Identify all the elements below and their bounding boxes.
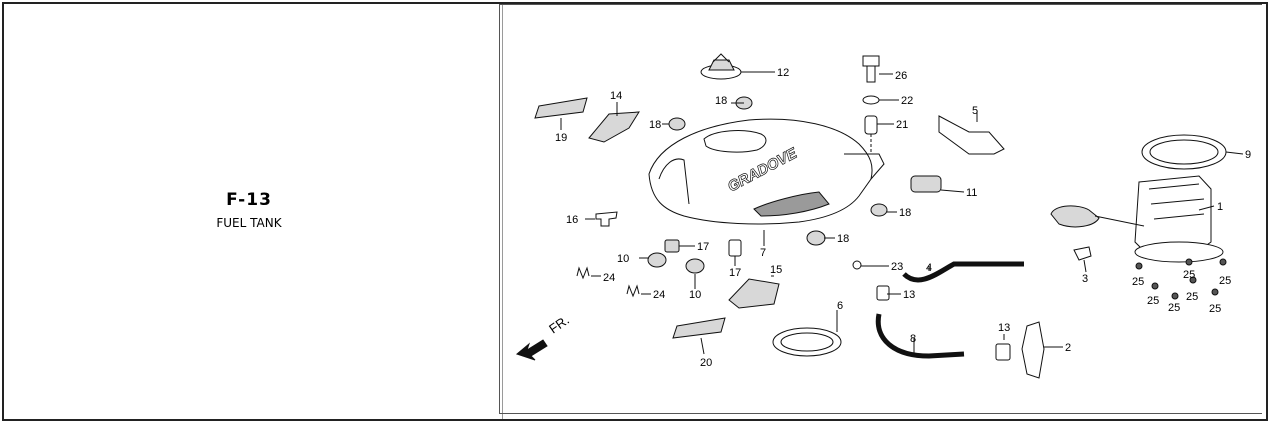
callout-labels: 1 2 3 4 5 6 7 8 9 10 10 11 12 13 13 14 1… bbox=[555, 67, 1251, 369]
callout-13b: 13 bbox=[998, 322, 1010, 334]
callout-4: 4 bbox=[926, 262, 932, 274]
fuel-filler-cap[interactable] bbox=[700, 53, 742, 80]
callout-7: 7 bbox=[760, 247, 766, 259]
callout-10b: 10 bbox=[689, 289, 701, 301]
breather-bolt[interactable] bbox=[852, 260, 862, 270]
callout-25b: 25 bbox=[1147, 295, 1159, 307]
tank-cushion-rubber[interactable] bbox=[685, 258, 705, 274]
callout-5: 5 bbox=[972, 105, 978, 117]
callout-23: 23 bbox=[891, 261, 903, 273]
callout-3: 3 bbox=[1082, 273, 1088, 285]
callout-20: 20 bbox=[700, 357, 712, 369]
section-header-panel bbox=[4, 4, 503, 419]
section-title: FUEL TANK bbox=[216, 216, 282, 230]
callout-10a: 10 bbox=[617, 253, 629, 265]
callout-16: 16 bbox=[566, 214, 578, 226]
side-stripe-left[interactable] bbox=[728, 278, 780, 309]
callout-25a: 25 bbox=[1132, 276, 1144, 288]
callout-25e: 25 bbox=[1209, 303, 1221, 315]
section-code: F-13 bbox=[226, 190, 272, 210]
hose-clamp[interactable] bbox=[995, 343, 1011, 361]
callout-18b: 18 bbox=[715, 95, 727, 107]
callout-17b: 17 bbox=[729, 267, 741, 279]
tank-cushion-rubber[interactable] bbox=[647, 252, 667, 268]
side-stripe-right[interactable] bbox=[588, 111, 640, 143]
callout-25g: 25 bbox=[1183, 269, 1195, 281]
callout-15: 15 bbox=[770, 264, 782, 276]
callout-13a: 13 bbox=[903, 289, 915, 301]
callout-17a: 17 bbox=[697, 241, 709, 253]
callout-9: 9 bbox=[1245, 149, 1251, 161]
fuel-breather-hose[interactable] bbox=[902, 261, 1024, 283]
trim-clip[interactable] bbox=[626, 284, 640, 298]
leader-lines bbox=[560, 71, 1244, 355]
callout-24b: 24 bbox=[653, 289, 665, 301]
washer[interactable] bbox=[862, 95, 880, 105]
front-direction-indicator: FR. bbox=[515, 312, 572, 361]
callout-19: 19 bbox=[555, 132, 567, 144]
fuel-pump-assembly[interactable] bbox=[1050, 175, 1224, 263]
callout-12: 12 bbox=[777, 67, 789, 79]
callout-1: 1 bbox=[1217, 201, 1223, 213]
pump-gasket[interactable] bbox=[1141, 134, 1227, 170]
bolt[interactable] bbox=[862, 55, 880, 83]
tank-grommet[interactable] bbox=[728, 239, 742, 257]
collar[interactable] bbox=[864, 115, 878, 135]
tank-emblem-right[interactable] bbox=[534, 97, 588, 119]
tank-emblem-left[interactable] bbox=[672, 317, 726, 339]
tank-bracket[interactable] bbox=[938, 115, 1005, 155]
callout-18d: 18 bbox=[837, 233, 849, 245]
front-direction-label: FR. bbox=[546, 312, 572, 336]
fuel-tank-body[interactable]: GRADOVE bbox=[648, 118, 885, 225]
callout-25d: 25 bbox=[1186, 291, 1198, 303]
callout-22: 22 bbox=[901, 95, 913, 107]
callout-18c: 18 bbox=[899, 207, 911, 219]
callout-2: 2 bbox=[1065, 342, 1071, 354]
callout-21: 21 bbox=[896, 119, 908, 131]
fuel-feed-hose[interactable] bbox=[875, 313, 965, 359]
fuel-pump-seal[interactable] bbox=[772, 327, 842, 357]
fuel-joint-connector[interactable] bbox=[1021, 321, 1045, 379]
callout-6: 6 bbox=[837, 300, 843, 312]
hose-clip[interactable] bbox=[1073, 246, 1092, 261]
callout-11: 11 bbox=[966, 187, 977, 199]
callout-25c: 25 bbox=[1168, 302, 1180, 314]
diagram-panel bbox=[499, 4, 1262, 414]
pump-mounting-bolts[interactable] bbox=[1135, 258, 1227, 300]
trim-clip[interactable] bbox=[576, 266, 590, 280]
callout-25f: 25 bbox=[1219, 275, 1231, 287]
tank-side-rubber[interactable] bbox=[668, 117, 686, 131]
fuel-tank-mount-bracket[interactable] bbox=[595, 211, 618, 227]
tank-grommet[interactable] bbox=[664, 239, 680, 253]
callout-14: 14 bbox=[610, 90, 622, 102]
callout-18a: 18 bbox=[649, 119, 661, 131]
tank-side-rubber[interactable] bbox=[806, 230, 826, 246]
hose-clamp[interactable] bbox=[876, 285, 890, 301]
callout-8: 8 bbox=[910, 333, 916, 345]
fuel-tank-exploded-diagram: GRADOVE bbox=[515, 53, 1251, 379]
callout-24a: 24 bbox=[603, 272, 615, 284]
callout-26: 26 bbox=[895, 70, 907, 82]
tank-mount-rubber[interactable] bbox=[910, 175, 942, 193]
tank-side-rubber[interactable] bbox=[870, 203, 888, 217]
